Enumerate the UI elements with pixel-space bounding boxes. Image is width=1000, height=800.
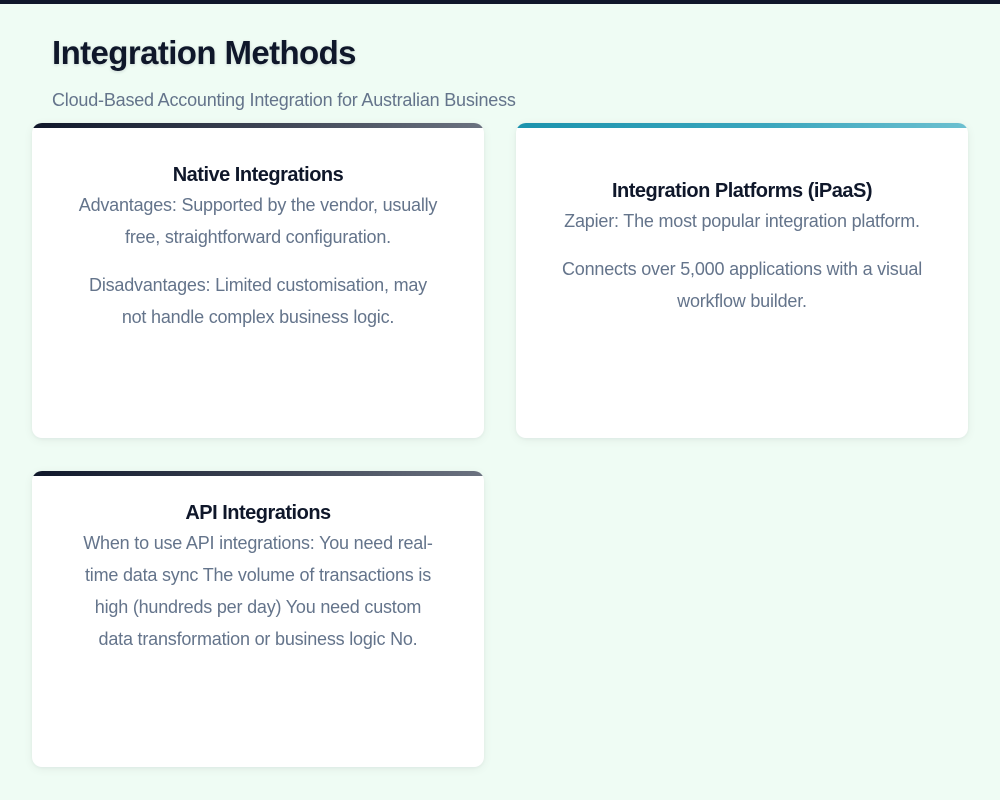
card-integration-platforms: Integration Platforms (iPaaS) Zapier: Th…: [516, 123, 968, 438]
card-title: API Integrations: [185, 502, 331, 524]
card-advantages-text: Advantages: Supported by the vendor, usu…: [78, 195, 438, 247]
top-accent-bar: [0, 0, 1000, 4]
card-connects-text: Connects over 5,000 applications with a …: [561, 259, 922, 311]
card-accent-bar: [32, 123, 484, 128]
card-when-to-use-text: When to use API integrations: You need r…: [83, 533, 433, 649]
card-disadvantages-text: Disadvantages: Limited customisation, ma…: [89, 275, 427, 327]
card-title: Integration Platforms (iPaaS): [612, 180, 873, 202]
card-accent-bar: [32, 471, 484, 476]
page-subtitle: Cloud-Based Accounting Integration for A…: [52, 90, 516, 110]
card-title: Native Integrations: [172, 164, 344, 186]
card-accent-bar: [516, 123, 968, 128]
card-api-integrations: API Integrations When to use API integra…: [32, 471, 484, 767]
page-title: Integration Methods: [52, 34, 357, 71]
card-zapier-text: Zapier: The most popular integration pla…: [564, 211, 920, 231]
card-native-integrations: Native Integrations Advantages: Supporte…: [32, 123, 484, 438]
